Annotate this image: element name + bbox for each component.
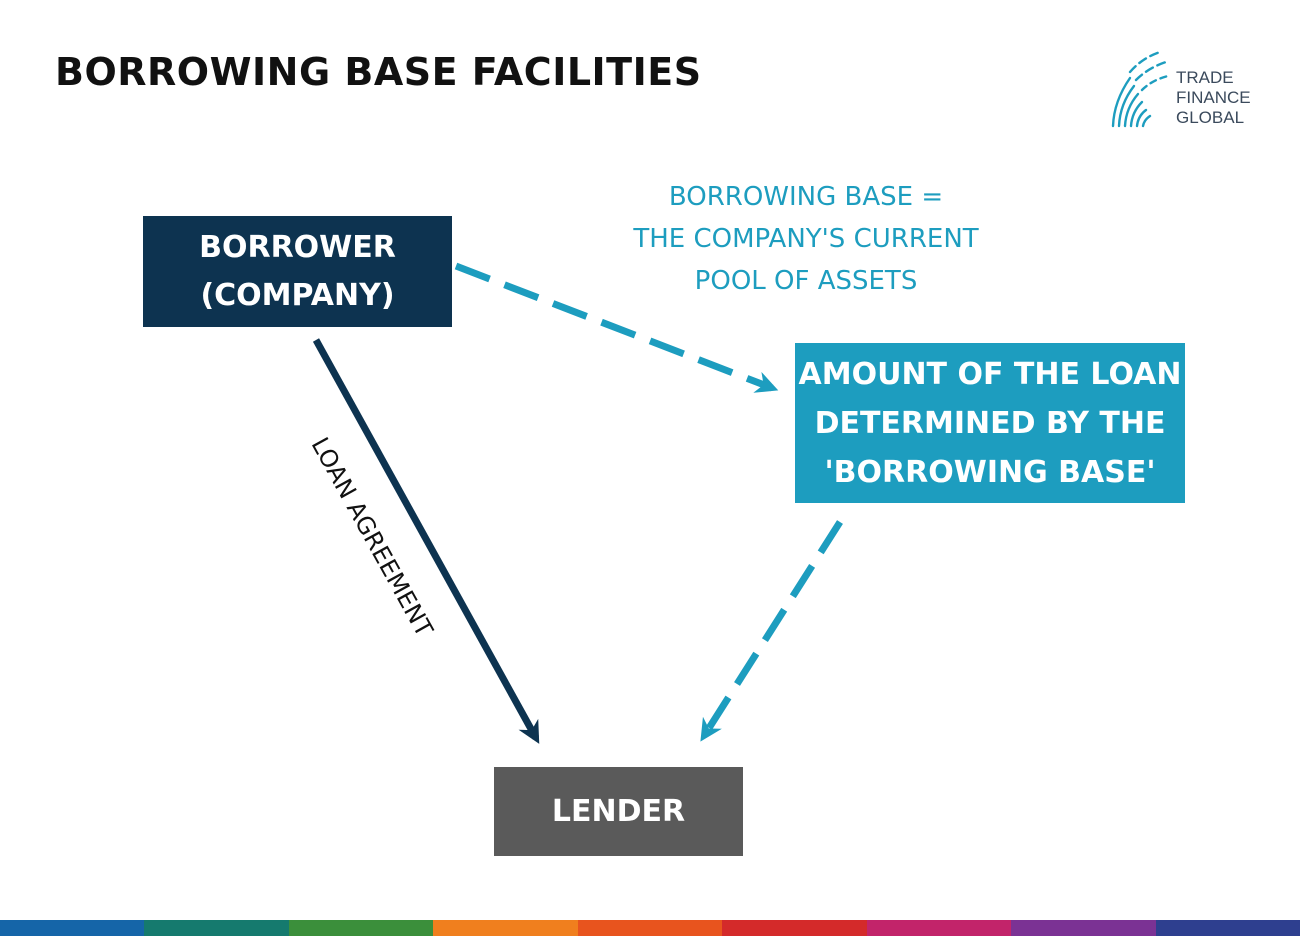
amount-line-3: 'BORROWING BASE'	[824, 454, 1156, 490]
footer-color-segment	[288, 920, 434, 936]
logo-text-trade: TRADE	[1176, 68, 1234, 87]
lender-label: LENDER	[551, 794, 686, 829]
borrower-sublabel: (COMPANY)	[200, 277, 395, 313]
amount-to-lender-arrow	[700, 520, 843, 742]
borrowing-base-note: BORROWING BASE = THE COMPANY'S CURRENT P…	[600, 176, 1012, 302]
footer-color-bar	[0, 920, 1300, 936]
footer-color-segment	[144, 920, 289, 936]
logo-text-global: GLOBAL	[1176, 108, 1245, 127]
note-line-2: THE COMPANY'S CURRENT	[633, 224, 979, 254]
note-line-3: POOL OF ASSETS	[694, 266, 918, 296]
footer-color-segment	[577, 920, 723, 936]
lender-box: LENDER	[494, 767, 743, 856]
footer-color-segment	[722, 920, 867, 936]
note-line-1: BORROWING BASE =	[668, 182, 944, 212]
footer-color-segment	[1155, 920, 1300, 936]
borrower-label: BORROWER	[199, 229, 396, 265]
trade-finance-global-logo: TRADE FINANCE GLOBAL	[1108, 46, 1268, 130]
loan-amount-box: AMOUNT OF THE LOAN DETERMINED BY THE 'BO…	[795, 343, 1185, 503]
footer-color-segment	[433, 920, 578, 936]
borrowing-base-arrow	[454, 262, 779, 393]
amount-line-2: DETERMINED BY THE	[814, 405, 1166, 441]
logo-text-finance: FINANCE	[1176, 88, 1251, 107]
amount-line-1: AMOUNT OF THE LOAN	[798, 356, 1182, 392]
footer-color-segment	[1011, 920, 1156, 936]
loan-agreement-arrow	[312, 338, 540, 744]
page-title: BORROWING BASE FACILITIES	[55, 50, 702, 94]
footer-color-segment	[0, 920, 145, 936]
borrower-box: BORROWER (COMPANY)	[143, 216, 452, 327]
logo-mark-icon	[1111, 50, 1170, 128]
footer-color-segment	[866, 920, 1012, 936]
